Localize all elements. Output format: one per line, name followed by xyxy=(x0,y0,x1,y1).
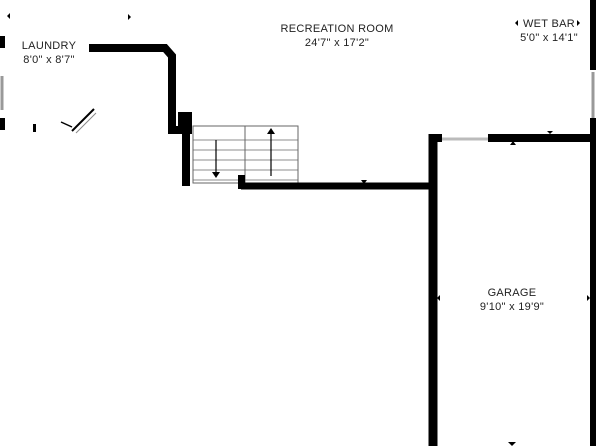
room-name: LAUNDRY xyxy=(21,40,77,52)
wall-stair-landing xyxy=(178,112,192,134)
room-label-laundry: LAUNDRY 8'0" x 8'7" xyxy=(10,39,88,67)
wall-left-stub-2 xyxy=(0,36,5,48)
room-name: RECREATION ROOM xyxy=(280,23,394,35)
room-label-recreation: RECREATION ROOM 24'7" x 17'2" xyxy=(262,22,412,50)
wall-laundry-stair xyxy=(89,44,190,186)
room-dims: 8'0" x 8'7" xyxy=(23,54,75,66)
laundry-door xyxy=(71,108,95,132)
laundry-door-inner xyxy=(75,112,97,134)
room-dims: 9'10" x 19'9" xyxy=(479,301,545,313)
wall-laundry-tick xyxy=(33,124,36,132)
room-label-wet-bar: WET BAR 5'0" x 14'1" xyxy=(513,17,585,45)
room-dims: 24'7" x 17'2" xyxy=(304,37,370,49)
room-name: GARAGE xyxy=(487,287,537,299)
wall-stair-post xyxy=(238,175,245,189)
room-name: WET BAR xyxy=(522,18,575,30)
wall-left-stub xyxy=(0,118,5,130)
room-dims: 5'0" x 14'1" xyxy=(520,32,578,44)
laundry-door-arc xyxy=(60,121,73,128)
room-label-garage: GARAGE 9'10" x 19'9" xyxy=(462,286,562,314)
